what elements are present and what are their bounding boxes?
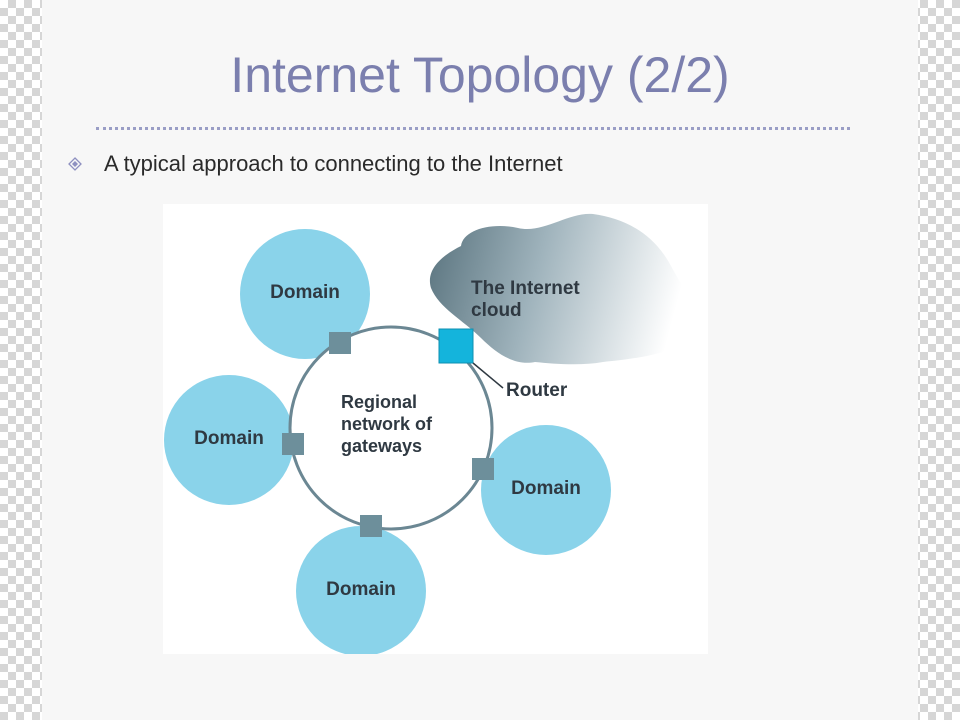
internet-cloud-label-line2: cloud xyxy=(471,300,522,321)
regional-label-line3: gateways xyxy=(341,436,422,456)
topology-diagram: The Internet cloud Domain Domain Domain … xyxy=(163,204,708,654)
bullet-text: A typical approach to connecting to the … xyxy=(104,151,563,176)
domain-circle-right xyxy=(481,425,611,555)
diamond-bullet-icon xyxy=(60,151,90,177)
regional-network-ring xyxy=(288,325,494,531)
page-title: Internet Topology (2/2) xyxy=(230,47,730,103)
bullet-item: A typical approach to connecting to the … xyxy=(60,151,563,177)
domain-circle-left xyxy=(164,375,294,505)
domain-label-bottom: Domain xyxy=(326,579,396,600)
gateway-square-top xyxy=(329,332,351,354)
router-label: Router xyxy=(506,380,568,401)
gateway-square-bottom xyxy=(360,515,382,537)
gateway-square-right xyxy=(472,458,494,480)
domain-circle-bottom xyxy=(296,526,426,654)
domain-label-left: Domain xyxy=(194,428,264,449)
topology-svg: The Internet cloud Domain Domain Domain … xyxy=(164,213,695,654)
regional-label-line2: network of xyxy=(341,414,433,434)
gateway-square-left xyxy=(282,433,304,455)
internet-cloud xyxy=(429,213,695,365)
title-divider xyxy=(96,127,850,130)
internet-cloud-label-line1: The Internet xyxy=(471,278,580,299)
router-square xyxy=(438,328,474,364)
regional-label-line1: Regional xyxy=(341,392,417,412)
domain-label-right: Domain xyxy=(511,478,581,499)
domain-label-top: Domain xyxy=(270,282,340,303)
router-pointer-line xyxy=(472,362,504,389)
slide: Internet Topology (2/2) A typical approa… xyxy=(42,0,918,720)
domain-circle-top xyxy=(240,229,370,359)
